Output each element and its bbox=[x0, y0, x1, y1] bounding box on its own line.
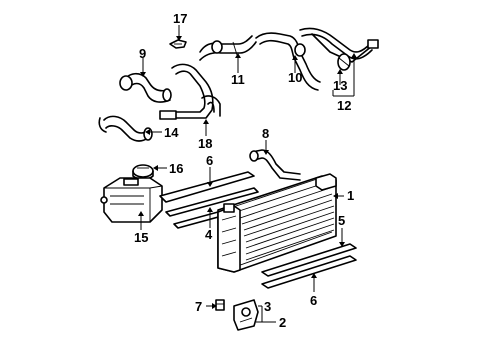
callout-6-lower: 6 bbox=[310, 293, 317, 308]
callout-11: 11 bbox=[231, 72, 245, 87]
part-2-3-petcock bbox=[233, 299, 259, 331]
callout-2: 2 bbox=[279, 315, 286, 330]
part-9-hose bbox=[119, 72, 172, 103]
part-10-hose bbox=[255, 32, 321, 91]
callout-13: 13 bbox=[333, 78, 347, 93]
callout-18: 18 bbox=[198, 136, 212, 151]
part-17-clip bbox=[169, 39, 187, 49]
callout-15: 15 bbox=[134, 230, 148, 245]
leader-lines bbox=[138, 25, 357, 323]
part-5-seal bbox=[261, 243, 357, 277]
part-16-pressure-cap bbox=[132, 164, 154, 180]
callout-6-upper: 6 bbox=[206, 153, 213, 168]
callout-16: 16 bbox=[169, 161, 183, 176]
part-12-hose-pipe bbox=[299, 27, 379, 63]
callout-1: 1 bbox=[347, 188, 354, 203]
part-8-inlet-pipe bbox=[249, 149, 301, 181]
callout-8: 8 bbox=[262, 126, 269, 141]
callout-14: 14 bbox=[164, 125, 179, 140]
callout-9: 9 bbox=[139, 46, 146, 61]
callout-3: 3 bbox=[264, 299, 271, 314]
callout-7: 7 bbox=[195, 299, 202, 314]
part-13-clamp bbox=[337, 53, 351, 71]
callout-10: 10 bbox=[288, 70, 302, 85]
part-11-upper-hose bbox=[199, 35, 257, 61]
part-6-seal-lower bbox=[261, 255, 357, 289]
part-18-heater-hose bbox=[159, 63, 221, 120]
callout-12: 12 bbox=[337, 98, 351, 113]
part-6-seal-upper bbox=[159, 171, 259, 217]
callout-5: 5 bbox=[338, 213, 345, 228]
callout-4: 4 bbox=[205, 227, 213, 242]
callout-17: 17 bbox=[173, 11, 187, 26]
callout-labels: 17 9 11 10 13 12 14 18 16 6 8 1 4 15 5 6… bbox=[134, 11, 354, 330]
part-7-drain-plug bbox=[215, 299, 225, 311]
part-15-reservoir bbox=[100, 177, 163, 223]
part-14-bypass-hose bbox=[98, 115, 153, 142]
part-1-radiator bbox=[217, 173, 337, 273]
